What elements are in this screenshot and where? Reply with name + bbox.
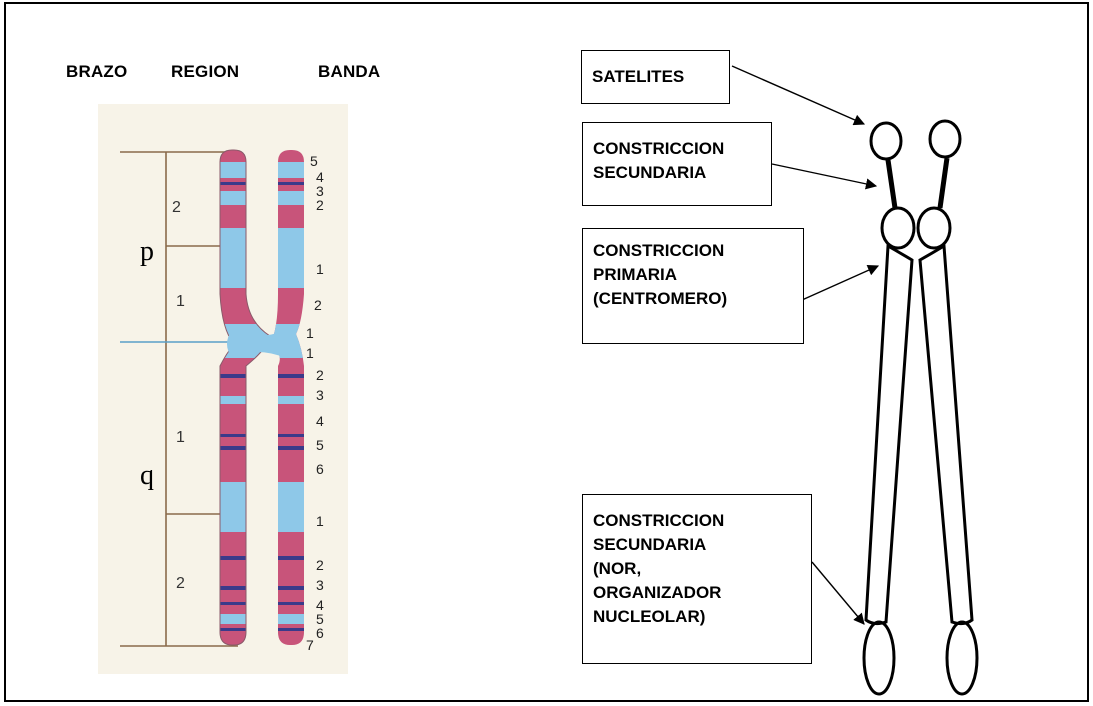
arrow-secondary xyxy=(772,164,876,186)
schematic-outline xyxy=(864,121,977,694)
chromatid-right xyxy=(920,246,972,624)
nor-satellite-right xyxy=(947,622,977,694)
arrow-satelites xyxy=(732,66,864,124)
satellite-left xyxy=(871,123,901,159)
label-satelites: SATELITES xyxy=(581,50,730,104)
centromere-left xyxy=(882,208,914,248)
centromere-right xyxy=(918,208,950,248)
label-primary-constriction: CONSTRICCION PRIMARIA (CENTROMERO) xyxy=(582,228,804,344)
diagram-canvas: BRAZO REGION BANDA xyxy=(4,2,1089,702)
arrow-primary xyxy=(802,266,878,300)
arrow-nor xyxy=(812,562,864,624)
label-nor-constriction: CONSTRICCION SECUNDARIA (NOR, ORGANIZADO… xyxy=(582,494,812,664)
chromosome-schematic xyxy=(6,4,1091,704)
label-secondary-constriction: CONSTRICCION SECUNDARIA xyxy=(582,122,772,206)
chromatid-left xyxy=(866,246,912,624)
satellite-right xyxy=(930,121,960,157)
nor-satellite-left xyxy=(864,622,894,694)
